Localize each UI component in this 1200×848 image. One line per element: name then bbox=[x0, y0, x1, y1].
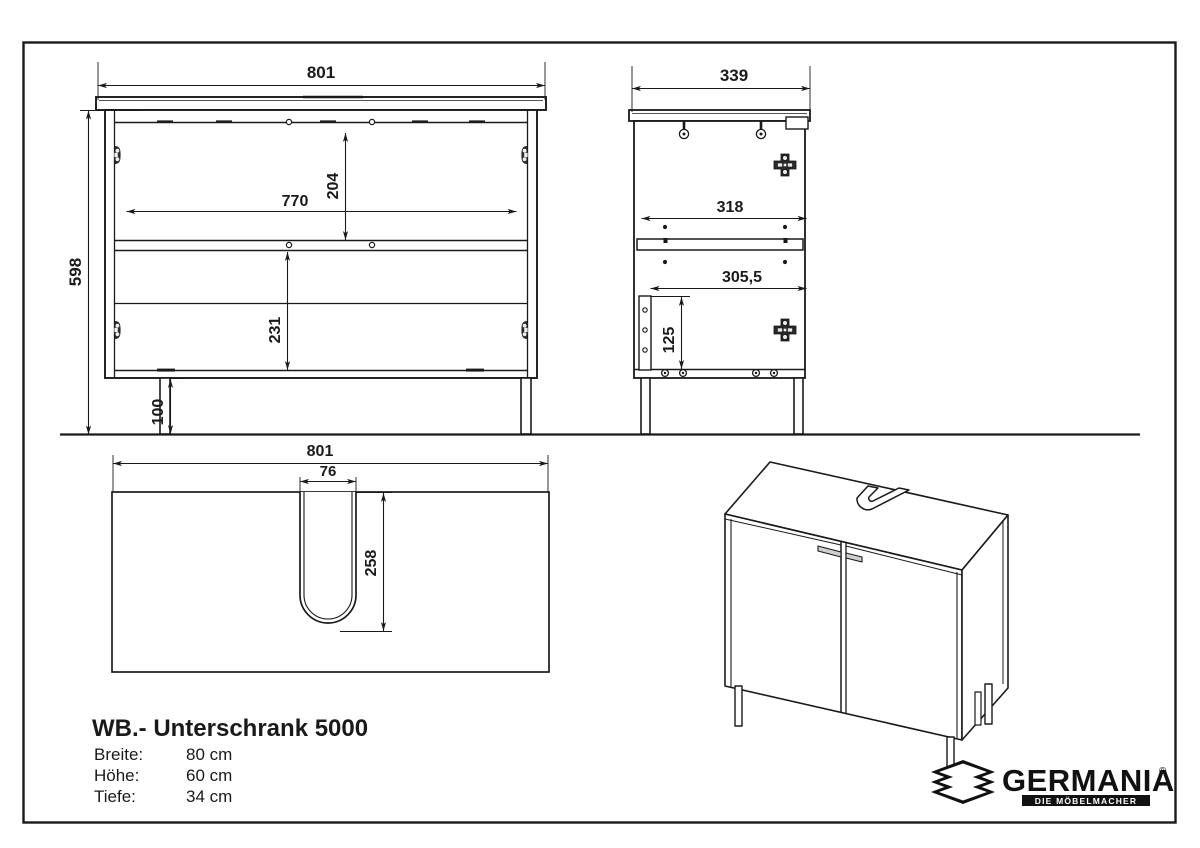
dimension-label-side-shelf-depth: 318 bbox=[717, 199, 744, 216]
logo-tagline: DIE MÖBELMACHER bbox=[1035, 796, 1138, 806]
side-elevation-view: 339 318 305,5 125 bbox=[628, 66, 811, 435]
dimension-side-inner-depth: 305,5 bbox=[650, 269, 807, 292]
spec-value-breite: 80 cm bbox=[186, 745, 232, 764]
dimension-label-plan-cutout-depth: 258 bbox=[363, 550, 380, 577]
plan-view: 801 76 258 bbox=[111, 443, 550, 673]
front-elevation-view: 801 598 770 204 231 100 bbox=[66, 62, 547, 435]
dimension-front-upper-compartment: 204 bbox=[325, 133, 349, 240]
isometric-legs bbox=[734, 683, 993, 778]
dimension-label-side-rail-height: 125 bbox=[661, 327, 678, 354]
sheet-border bbox=[22, 41, 1177, 824]
germania-logo: GERMANIA ® DIE MÖBELMACHER bbox=[931, 760, 1175, 806]
dimension-front-width: 801 bbox=[97, 62, 546, 100]
dimension-label-plan-cutout-width: 76 bbox=[320, 463, 337, 480]
page-title: WB.- Unterschrank 5000 bbox=[92, 715, 368, 742]
dimension-label-front-upper-compartment: 204 bbox=[325, 173, 342, 200]
isometric-3d-view bbox=[724, 461, 1009, 778]
side-shelf-pins bbox=[662, 224, 788, 265]
side-bottom-fittings bbox=[660, 368, 779, 378]
dimension-label-front-leg-height: 100 bbox=[150, 399, 167, 426]
dimension-front-height: 598 bbox=[66, 110, 140, 435]
front-cabinet-body bbox=[95, 95, 547, 379]
dimension-side-shelf-depth: 318 bbox=[641, 199, 807, 222]
door-handle-right bbox=[845, 552, 863, 563]
plan-worktop-outline bbox=[111, 491, 550, 673]
dimension-label-plan-width: 801 bbox=[307, 443, 334, 460]
dimension-front-lower-compartment: 231 bbox=[267, 252, 291, 370]
dimension-plan-width: 801 bbox=[112, 443, 549, 492]
title-block: WB.- Unterschrank 5000 Breite: 80 cm Höh… bbox=[92, 715, 368, 806]
logo-registered-mark: ® bbox=[1159, 766, 1167, 777]
side-legs bbox=[640, 377, 804, 435]
spec-value-hoehe: 60 cm bbox=[186, 766, 232, 785]
dimension-label-front-width: 801 bbox=[307, 63, 335, 82]
dimension-label-side-inner-depth: 305,5 bbox=[722, 269, 762, 286]
door-handle-left bbox=[817, 545, 842, 558]
dimension-plan-cutout-depth: 258 bbox=[340, 492, 392, 632]
logo-wordmark: GERMANIA bbox=[1002, 763, 1175, 798]
front-dowel-holes bbox=[157, 118, 485, 372]
stacked-plates-icon bbox=[931, 760, 995, 804]
dimension-label-front-inner-width: 770 bbox=[282, 193, 309, 210]
spec-label-tiefe: Tiefe: bbox=[94, 787, 136, 806]
dimension-side-depth: 339 bbox=[631, 66, 811, 112]
dimension-label-side-depth: 339 bbox=[720, 66, 748, 85]
side-system-hole-rail bbox=[638, 295, 652, 371]
dimension-label-front-height: 598 bbox=[66, 258, 85, 286]
spec-label-hoehe: Höhe: bbox=[94, 766, 139, 785]
dimension-front-leg-height: 100 bbox=[150, 378, 185, 434]
spec-value-tiefe: 34 cm bbox=[186, 787, 232, 806]
dimension-front-inner-width: 770 bbox=[126, 193, 517, 215]
dimension-plan-cutout-width: 76 bbox=[299, 463, 357, 494]
front-legs bbox=[159, 377, 532, 435]
dimension-side-rail-height: 125 bbox=[651, 296, 690, 369]
dimension-label-front-lower-compartment: 231 bbox=[267, 317, 284, 344]
spec-label-breite: Breite: bbox=[94, 745, 143, 764]
